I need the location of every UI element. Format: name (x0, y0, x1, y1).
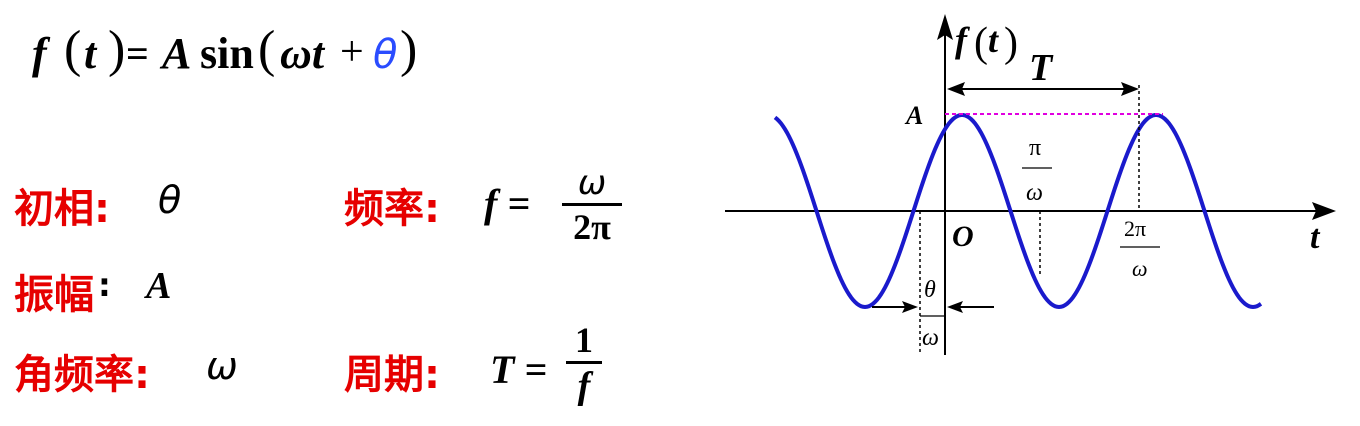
pi-over-omega-num: π (1029, 135, 1041, 161)
pi-over-omega-den: ω (1026, 180, 1043, 206)
amplitude-colon: : (98, 266, 111, 304)
formula-lparen2: ( (258, 21, 276, 78)
period-label: 周期: (344, 352, 440, 398)
period-fraction-bar (566, 361, 602, 364)
angular-frequency-label: 角频率: (14, 352, 150, 398)
frequency-denominator: 2π (573, 207, 611, 247)
theta-over-omega-den: ω (922, 325, 939, 351)
phase-arrow-right-icon (947, 301, 963, 313)
frequency-fraction: ω 2π (562, 166, 622, 245)
formula-t: t (84, 29, 97, 78)
formula-equals: = (126, 31, 149, 76)
x-axis-arrow-icon (1312, 202, 1336, 220)
phase-symbol: θ (158, 178, 182, 222)
frequency-label: 频率: (344, 186, 440, 232)
y-axis-label-lparen: ( (974, 20, 988, 66)
y-axis-arrow-icon (937, 14, 953, 40)
formula-lparen: ( (64, 21, 82, 78)
phase-label: 初相: (14, 186, 110, 232)
frequency-lhs: f = (484, 181, 531, 226)
formula-sin: sin (200, 29, 254, 78)
sine-curve (773, 113, 1263, 310)
two-pi-over-omega-den: ω (1132, 256, 1148, 281)
formula-amplitude: A (162, 29, 192, 78)
period-T-label: T (1029, 47, 1054, 89)
amplitude-label: 振幅 (14, 272, 94, 318)
formula-f: f (32, 29, 47, 78)
origin-label: O (952, 220, 974, 253)
frequency-fraction-bar (562, 203, 622, 206)
formula-omega-t: ωt (280, 29, 325, 78)
period-numerator: 1 (575, 320, 593, 360)
period-denominator: f (577, 365, 591, 407)
period-fraction: 1 f (566, 322, 602, 405)
y-axis-label-rparen: ) (1004, 20, 1018, 66)
formula-theta: θ (373, 32, 398, 78)
period-lhs: T = (490, 347, 548, 392)
two-pi-over-omega-num: 2π (1124, 216, 1146, 241)
formula-rparen: ) (108, 21, 126, 78)
period-arrow-left-icon (947, 82, 965, 96)
y-axis-label-t: t (988, 20, 999, 60)
x-axis-label: t (1310, 219, 1321, 256)
phase-arrow-left-icon (902, 301, 918, 313)
amplitude-symbol: A (146, 265, 172, 307)
formula-plus: + (340, 29, 364, 75)
y-axis-label-f: f (955, 20, 970, 60)
formula-rparen2: ) (400, 21, 418, 78)
period-arrow-right-icon (1121, 82, 1139, 96)
theta-over-omega-num: θ (924, 277, 936, 303)
angular-frequency-symbol: ω (206, 344, 238, 388)
amplitude-A-label: A (904, 101, 923, 130)
frequency-numerator: ω (577, 163, 607, 203)
